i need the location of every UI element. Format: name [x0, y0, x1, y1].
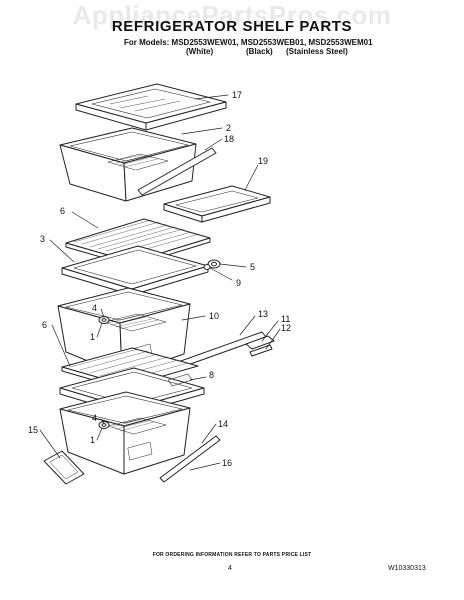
callout-2: 2 — [226, 123, 231, 133]
callout-8: 8 — [209, 370, 214, 380]
page-title: REFRIGERATOR SHELF PARTS — [111, 18, 353, 35]
callout-4-lower: 4 — [92, 413, 97, 423]
ordering-note: FOR ORDERING INFORMATION REFER TO PARTS … — [152, 552, 312, 558]
callout-1-upper: 1 — [90, 332, 95, 342]
variant-stainless: (Stainless Steel) — [286, 47, 348, 56]
callout-15: 15 — [28, 425, 38, 435]
callout-17: 17 — [232, 90, 242, 100]
part-lower-crisper-drawer — [57, 287, 191, 376]
callout-16: 16 — [222, 458, 232, 468]
part-glide-assembly — [203, 259, 221, 270]
document-id: W10330313 — [388, 565, 426, 572]
callout-14: 14 — [218, 419, 228, 429]
callout-12: 12 — [281, 323, 291, 333]
callout-13: 13 — [258, 309, 268, 319]
callout-6-upper: 6 — [60, 206, 65, 216]
part-label-card — [43, 450, 85, 485]
models-line: For Models: MSD2553WEW01, MSD2553WEB01, … — [124, 38, 373, 47]
page-number: 4 — [228, 565, 232, 572]
part-upper-crisper-drawer — [59, 127, 197, 202]
callout-6-lower: 6 — [42, 320, 47, 330]
variant-white: (White) — [186, 47, 214, 56]
part-bottom-crisper-drawer — [59, 391, 191, 475]
callout-5: 5 — [250, 262, 255, 272]
callout-18: 18 — [224, 134, 234, 144]
variant-black: (Black) — [246, 47, 273, 56]
callout-3: 3 — [40, 234, 45, 244]
watermark-text: AppliancePartsPros.com — [72, 0, 392, 30]
callout-10: 10 — [209, 311, 219, 321]
callout-19: 19 — [258, 156, 268, 166]
callout-9: 9 — [236, 278, 241, 288]
callout-1-lower: 1 — [90, 435, 95, 445]
callout-4-upper: 4 — [92, 303, 97, 313]
part-crisper-cover — [75, 83, 227, 131]
leader-lines — [39, 94, 281, 471]
part-upper-shelf-frame — [61, 245, 209, 296]
part-drawer-rail — [137, 147, 217, 196]
part-side-glass-shelf — [163, 185, 271, 223]
callout-11: 11 — [281, 314, 290, 324]
part-bottom-rail — [159, 435, 221, 483]
callout-labels: 17 2 18 19 6 3 5 9 4 1 10 13 11 12 6 8 4… — [28, 90, 291, 468]
